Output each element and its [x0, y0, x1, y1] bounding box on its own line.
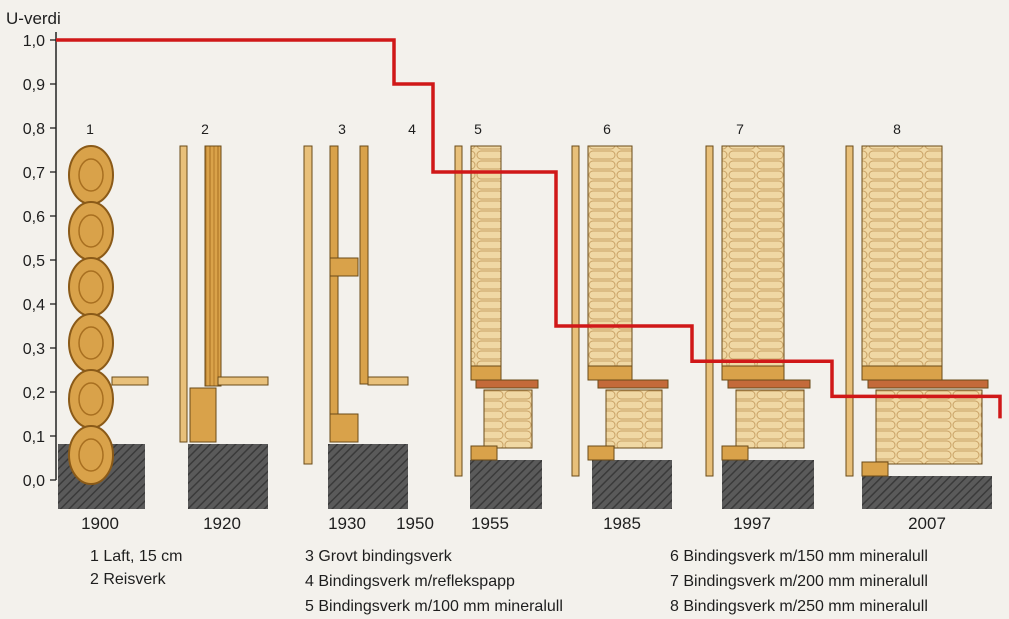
- legend-entry: 1 Laft, 15 cm: [90, 548, 183, 565]
- foundation: [188, 444, 268, 509]
- sill: [189, 387, 217, 443]
- sill: [329, 413, 359, 443]
- log: [68, 313, 114, 373]
- top-plate: [587, 365, 633, 381]
- wall-construction-drawings: [58, 145, 992, 509]
- plank-wall: [204, 145, 222, 387]
- y-tick-label: 0,0: [23, 473, 45, 490]
- log: [68, 145, 114, 205]
- log-ring: [78, 158, 104, 192]
- floor-insulation: [483, 389, 533, 449]
- floor-board: [727, 379, 811, 389]
- mineral-wool: [721, 145, 785, 367]
- floor-insulation: [735, 389, 805, 449]
- log-ring: [78, 382, 104, 416]
- y-tick-label: 0,7: [23, 165, 45, 182]
- year-label: 1997: [733, 514, 771, 533]
- floor-board: [217, 376, 269, 386]
- nogging: [329, 257, 359, 277]
- log-ring: [78, 270, 104, 304]
- y-tick-label: 0,4: [23, 297, 45, 314]
- foundation: [470, 460, 542, 509]
- log-ring: [78, 214, 104, 248]
- year-label: 2007: [908, 514, 946, 533]
- stud: [359, 145, 369, 385]
- y-tick-label: 0,9: [23, 77, 45, 94]
- floor-board: [867, 379, 989, 389]
- log-ring: [78, 438, 104, 472]
- top-plate: [470, 365, 502, 381]
- legend-entry: 7 Bindingsverk m/200 mm mineralull: [670, 573, 928, 590]
- y-tick-label: 0,1: [23, 429, 45, 446]
- floor-board: [475, 379, 539, 389]
- legend-entry: 3 Grovt bindingsverk: [305, 548, 453, 565]
- log: [68, 369, 114, 429]
- legend-entry: 2 Reisverk: [90, 571, 167, 588]
- construction-number: 4: [408, 121, 416, 137]
- cladding: [454, 145, 463, 477]
- y-tick-label: 0,8: [23, 121, 45, 138]
- foundation: [862, 476, 992, 509]
- y-axis-title: U-verdi: [6, 9, 61, 28]
- sill: [721, 445, 749, 461]
- u-value-step-line: [56, 38, 1002, 419]
- cladding: [571, 145, 580, 477]
- y-tick-label: 0,2: [23, 385, 45, 402]
- floor-board: [597, 379, 669, 389]
- year-label: 1985: [603, 514, 641, 533]
- construction-number: 1: [86, 121, 94, 137]
- construction-number: 2: [201, 121, 209, 137]
- sill: [470, 445, 498, 461]
- year-label: 1950: [396, 514, 434, 533]
- year-label: 1900: [81, 514, 119, 533]
- foundation: [722, 460, 814, 509]
- y-tick-label: 1,0: [23, 33, 45, 50]
- top-plate: [721, 365, 785, 381]
- cladding: [845, 145, 854, 477]
- legend-entry: 6 Bindingsverk m/150 mm mineralull: [670, 548, 928, 565]
- year-label: 1930: [328, 514, 366, 533]
- cladding: [179, 145, 188, 443]
- sill: [861, 461, 889, 477]
- year-label: 1920: [203, 514, 241, 533]
- construction-number: 7: [736, 121, 744, 137]
- sill: [587, 445, 615, 461]
- floor-board: [367, 376, 409, 386]
- log: [68, 257, 114, 317]
- stud: [329, 145, 339, 415]
- foundation: [592, 460, 672, 509]
- cladding: [705, 145, 714, 477]
- construction-number: 6: [603, 121, 611, 137]
- log: [68, 201, 114, 261]
- construction-number: 5: [474, 121, 482, 137]
- cladding: [303, 145, 313, 465]
- y-tick-label: 0,3: [23, 341, 45, 358]
- year-label: 1955: [471, 514, 509, 533]
- y-tick-label: 0,5: [23, 253, 45, 270]
- floor-board: [111, 376, 149, 386]
- construction-number: 3: [338, 121, 346, 137]
- mineral-wool: [861, 145, 943, 367]
- legend-entry: 4 Bindingsverk m/reflekspapp: [305, 573, 515, 590]
- top-plate: [861, 365, 943, 381]
- log: [68, 425, 114, 485]
- floor-insulation: [875, 389, 983, 465]
- mineral-wool: [587, 145, 633, 367]
- legend-entry: 5 Bindingsverk m/100 mm mineralull: [305, 598, 563, 615]
- y-tick-label: 0,6: [23, 209, 45, 226]
- log-ring: [78, 326, 104, 360]
- mineral-wool: [470, 145, 502, 367]
- foundation: [328, 444, 408, 509]
- construction-number: 8: [893, 121, 901, 137]
- legend-entry: 8 Bindingsverk m/250 mm mineralull: [670, 598, 928, 615]
- floor-insulation: [605, 389, 663, 449]
